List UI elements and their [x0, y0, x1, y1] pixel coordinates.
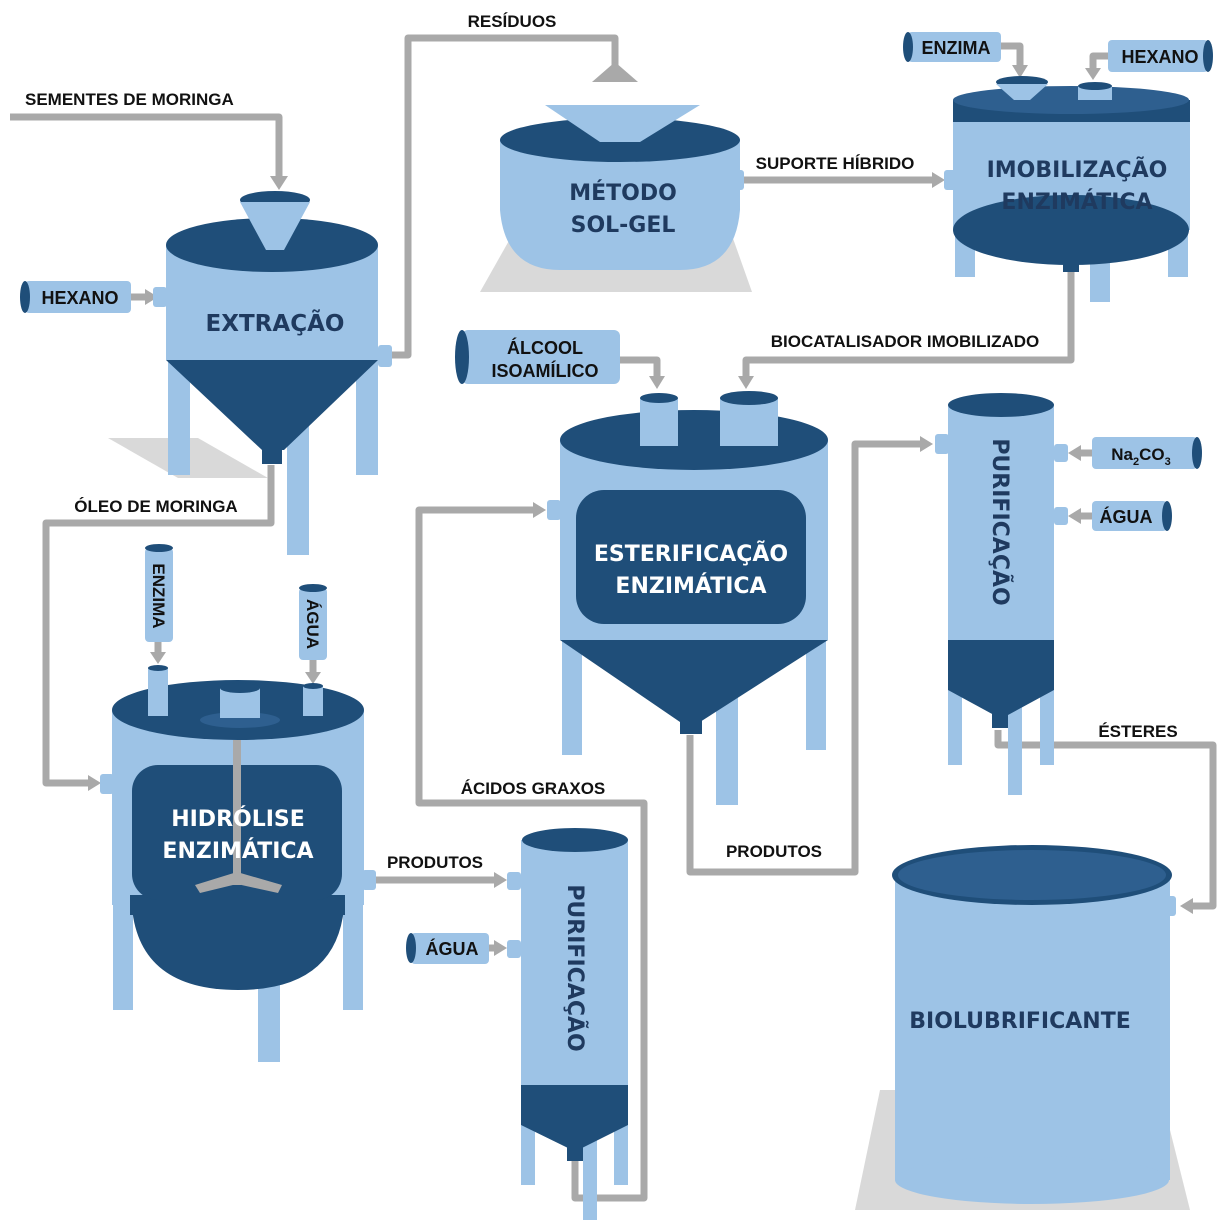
- vessel-label-imobilizacao-line1: IMOBILIZAÇÃO: [987, 157, 1168, 183]
- vessel-imobilizacao: IMOBILIZAÇÃO ENZIMÁTICA: [944, 76, 1190, 302]
- stream-label-oleo: ÓLEO DE MORINGA: [74, 497, 237, 516]
- vessel-hidrolise: HIDRÓLISE ENZIMÁTICA: [100, 665, 376, 1062]
- arrow-acidos: [533, 502, 546, 518]
- vessel-esterificacao: ESTERIFICAÇÃO ENZIMÁTICA: [547, 391, 828, 805]
- pipe-sementes: [10, 113, 283, 180]
- reagent-hexano-imob: HEXANO: [1108, 40, 1213, 72]
- reagent-hexano-extracao: HEXANO: [20, 281, 131, 313]
- reagent-label-na2co3: Na2CO3: [1111, 445, 1170, 468]
- reagent-label-agua-lower: ÁGUA: [426, 938, 479, 959]
- arrow-agua-upper: [1068, 508, 1081, 524]
- pipe-hexano-imob: [1089, 52, 1108, 70]
- reagent-label-enzima-imob: ENZIMA: [922, 38, 991, 58]
- arrow-esteres: [1180, 898, 1193, 914]
- stream-label-esteres: ÉSTERES: [1098, 722, 1177, 741]
- vessel-sol-gel: MÉTODO SOL-GEL: [480, 62, 752, 292]
- reagent-agua-upper: ÁGUA: [1092, 501, 1172, 531]
- vessel-extracao: EXTRAÇÃO: [108, 191, 392, 555]
- arrow-hexano-imob: [1085, 68, 1101, 80]
- arrow-produtos-ester: [920, 436, 933, 452]
- vessel-label-esterificacao-line1: ESTERIFICAÇÃO: [594, 541, 788, 567]
- vessel-label-biolubrificante: BIOLUBRIFICANTE: [909, 1009, 1130, 1034]
- vessel-label-sol-gel-line1: MÉTODO: [569, 180, 677, 206]
- stream-label-sementes: SEMENTES DE MORINGA: [25, 90, 234, 109]
- arrow-oleo: [88, 775, 101, 791]
- stream-label-residuos: RESÍDUOS: [468, 12, 557, 31]
- arrow-hexano-extracao: [145, 289, 158, 305]
- arrow-enzima-imob: [1012, 65, 1028, 78]
- arrow-enzima-hidrolise: [150, 652, 166, 664]
- reagent-label-hexano-imob: HEXANO: [1121, 47, 1198, 67]
- stream-labels: SEMENTES DE MORINGA RESÍDUOS SUPORTE HÍB…: [25, 12, 1178, 872]
- vessel-purificacao-upper: PURIFICAÇÃO: [935, 393, 1068, 795]
- arrow-agua-lower: [494, 940, 507, 956]
- vessel-label-esterificacao-line2: ENZIMÁTICA: [615, 573, 766, 599]
- pipe-esteres: [994, 730, 1217, 910]
- vessel-purificacao-lower: PURIFICAÇÃO: [507, 828, 628, 1220]
- pipe-biocatalisador: [742, 270, 1075, 378]
- vessel-label-extracao: EXTRAÇÃO: [206, 309, 345, 337]
- pipe-produtos-ester: [686, 440, 922, 876]
- stream-label-biocatalisador: BIOCATALISADOR IMOBILIZADO: [771, 332, 1040, 351]
- pipe-alcool: [620, 356, 661, 378]
- stream-label-produtos-esterificacao: PRODUTOS: [726, 842, 822, 861]
- reagent-label-alcool-line1: ÁLCOOL: [507, 337, 583, 358]
- stream-label-produtos-hidrolise: PRODUTOS: [387, 853, 483, 872]
- arrow-alcool: [649, 376, 665, 389]
- vessel-label-purificacao-lower: PURIFICAÇÃO: [562, 884, 588, 1051]
- arrow-sementes: [270, 176, 288, 190]
- reagent-agua-hidrolise: ÁGUA: [299, 584, 327, 660]
- reagent-alcool: ÁLCOOL ISOAMÍLICO: [455, 330, 620, 384]
- reagent-label-hexano-extracao: HEXANO: [41, 288, 118, 308]
- reagent-label-agua-hidrolise: ÁGUA: [303, 599, 322, 649]
- arrow-agua-hidrolise: [305, 672, 321, 684]
- pipe-enzima-imob: [1000, 42, 1024, 68]
- vessel-label-sol-gel-line2: SOL-GEL: [571, 213, 676, 238]
- stream-label-suporte: SUPORTE HÍBRIDO: [756, 154, 915, 173]
- reagent-label-agua-upper: ÁGUA: [1100, 506, 1153, 527]
- arrow-produtos-hidrolise: [494, 872, 507, 888]
- reagent-label-enzima-hidrolise: ENZIMA: [149, 563, 168, 628]
- stream-label-acidos: ÁCIDOS GRAXOS: [461, 779, 606, 798]
- reagent-label-alcool-line2: ISOAMÍLICO: [492, 360, 599, 381]
- reagent-enzima-imob: ENZIMA: [903, 32, 1001, 62]
- vessel-label-purificacao-upper: PURIFICAÇÃO: [987, 438, 1013, 605]
- pipe-residuos: [390, 34, 619, 359]
- arrow-na2co3: [1068, 445, 1081, 461]
- pipe-acidos: [415, 506, 648, 1202]
- reagent-na2co3: Na2CO3: [1092, 437, 1202, 469]
- vessel-label-imobilizacao-line2: ENZIMÁTICA: [1001, 189, 1152, 215]
- reagent-enzima-hidrolise: ENZIMA: [145, 544, 173, 642]
- vessel-label-hidrolise-line1: HIDRÓLISE: [171, 806, 305, 832]
- vessel-label-hidrolise-line2: ENZIMÁTICA: [162, 838, 313, 864]
- pipes: [10, 34, 1217, 1202]
- pipe-oleo: [42, 465, 275, 787]
- vessel-biolubrificante: BIOLUBRIFICANTE: [855, 845, 1190, 1210]
- arrow-suporte: [932, 172, 945, 188]
- reagent-agua-lower: ÁGUA: [406, 933, 489, 964]
- arrow-biocatalisador: [738, 376, 754, 389]
